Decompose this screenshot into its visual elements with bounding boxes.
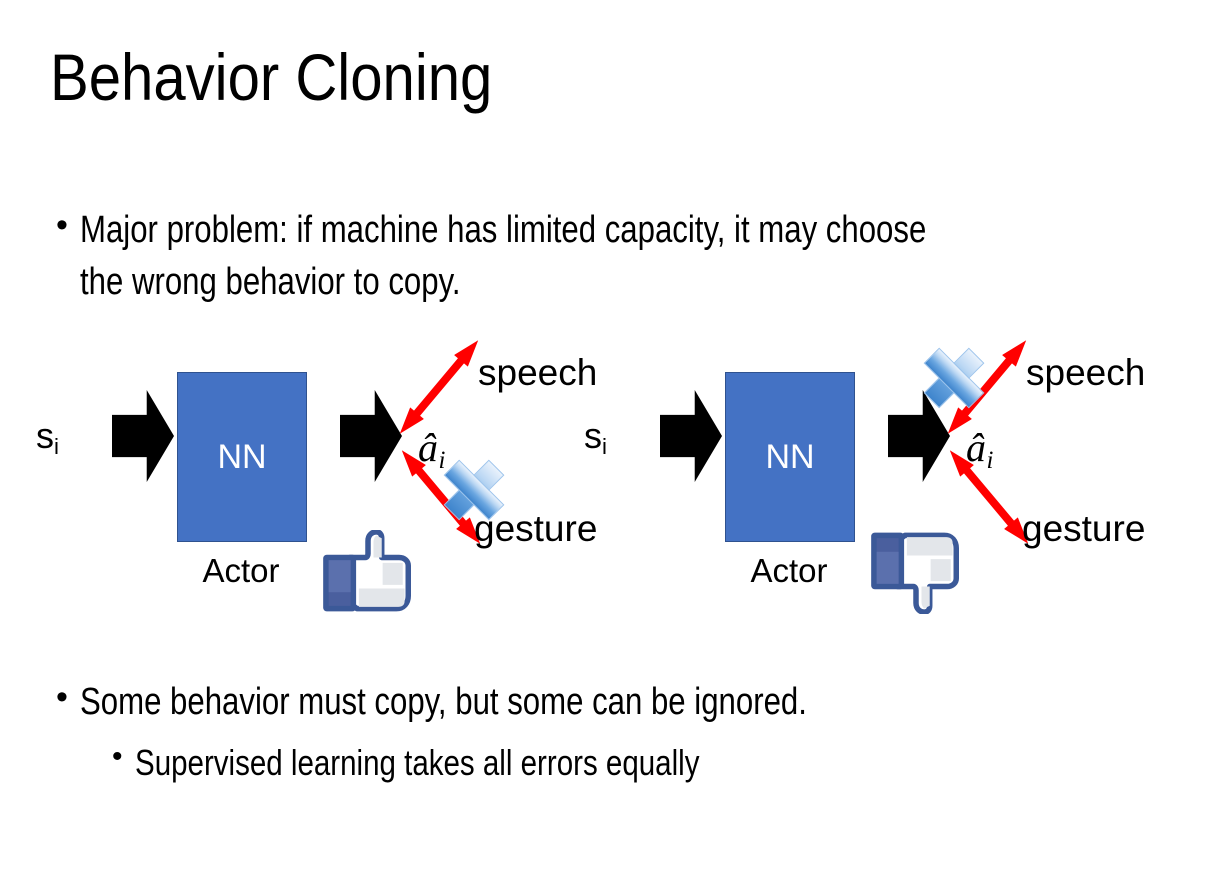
action-symbol: â <box>418 425 438 470</box>
nn-label: NN <box>217 437 267 476</box>
state-label-left: si <box>36 415 59 458</box>
action-label-left: âi <box>418 425 445 474</box>
bullet-marker: • <box>56 206 68 244</box>
state-symbol: s <box>36 415 54 456</box>
bullet-marker: • <box>112 740 123 773</box>
state-label-right: si <box>584 415 607 458</box>
block-arrow-right-icon <box>340 390 402 482</box>
state-symbol: s <box>584 415 602 456</box>
action-subscript: i <box>986 447 994 475</box>
nn-label: NN <box>765 437 815 476</box>
nn-box-right: NN <box>725 372 855 542</box>
state-subscript: i <box>602 434 607 460</box>
action-subscript: i <box>438 447 446 475</box>
bullet-text: Some behavior must copy, but some can be… <box>79 681 807 723</box>
bullet-major-problem: • Major problem: if machine has limited … <box>56 204 1156 309</box>
action-symbol: â <box>966 425 986 470</box>
branch-label-speech: speech <box>478 352 598 393</box>
bullet-marker: • <box>56 678 68 716</box>
state-subscript: i <box>54 434 59 460</box>
bullet-some-behavior: • Some behavior must copy, but some can … <box>56 676 1176 728</box>
actor-caption-left: Actor <box>202 552 280 589</box>
actor-caption-right: Actor <box>750 552 828 589</box>
bullet-text: Supervised learning takes all errors equ… <box>134 742 699 783</box>
branch-label-speech: speech <box>1026 352 1146 393</box>
thumbs-down-icon <box>871 532 959 614</box>
bullet-text: Major problem: if machine has limited ca… <box>79 209 935 304</box>
block-arrow-right-icon <box>112 390 174 482</box>
bullet-supervised-learning: • Supervised learning takes all errors e… <box>112 738 1172 788</box>
blue-x-icon <box>909 333 1000 424</box>
thumbs-up-icon <box>323 530 411 612</box>
diagram-wrong-copy: si NN Actor âi speech gesture <box>570 340 1150 630</box>
branch-label-gesture: gesture <box>474 508 598 549</box>
action-label-right: âi <box>966 425 993 474</box>
nn-box-left: NN <box>177 372 307 542</box>
block-arrow-right-icon <box>660 390 722 482</box>
red-double-arrow-icon <box>393 334 485 439</box>
diagram-correct-copy: si NN Actor âi speech gesture <box>22 340 602 630</box>
page-title: Behavior Cloning <box>50 40 493 114</box>
branch-label-gesture: gesture <box>1022 508 1146 549</box>
